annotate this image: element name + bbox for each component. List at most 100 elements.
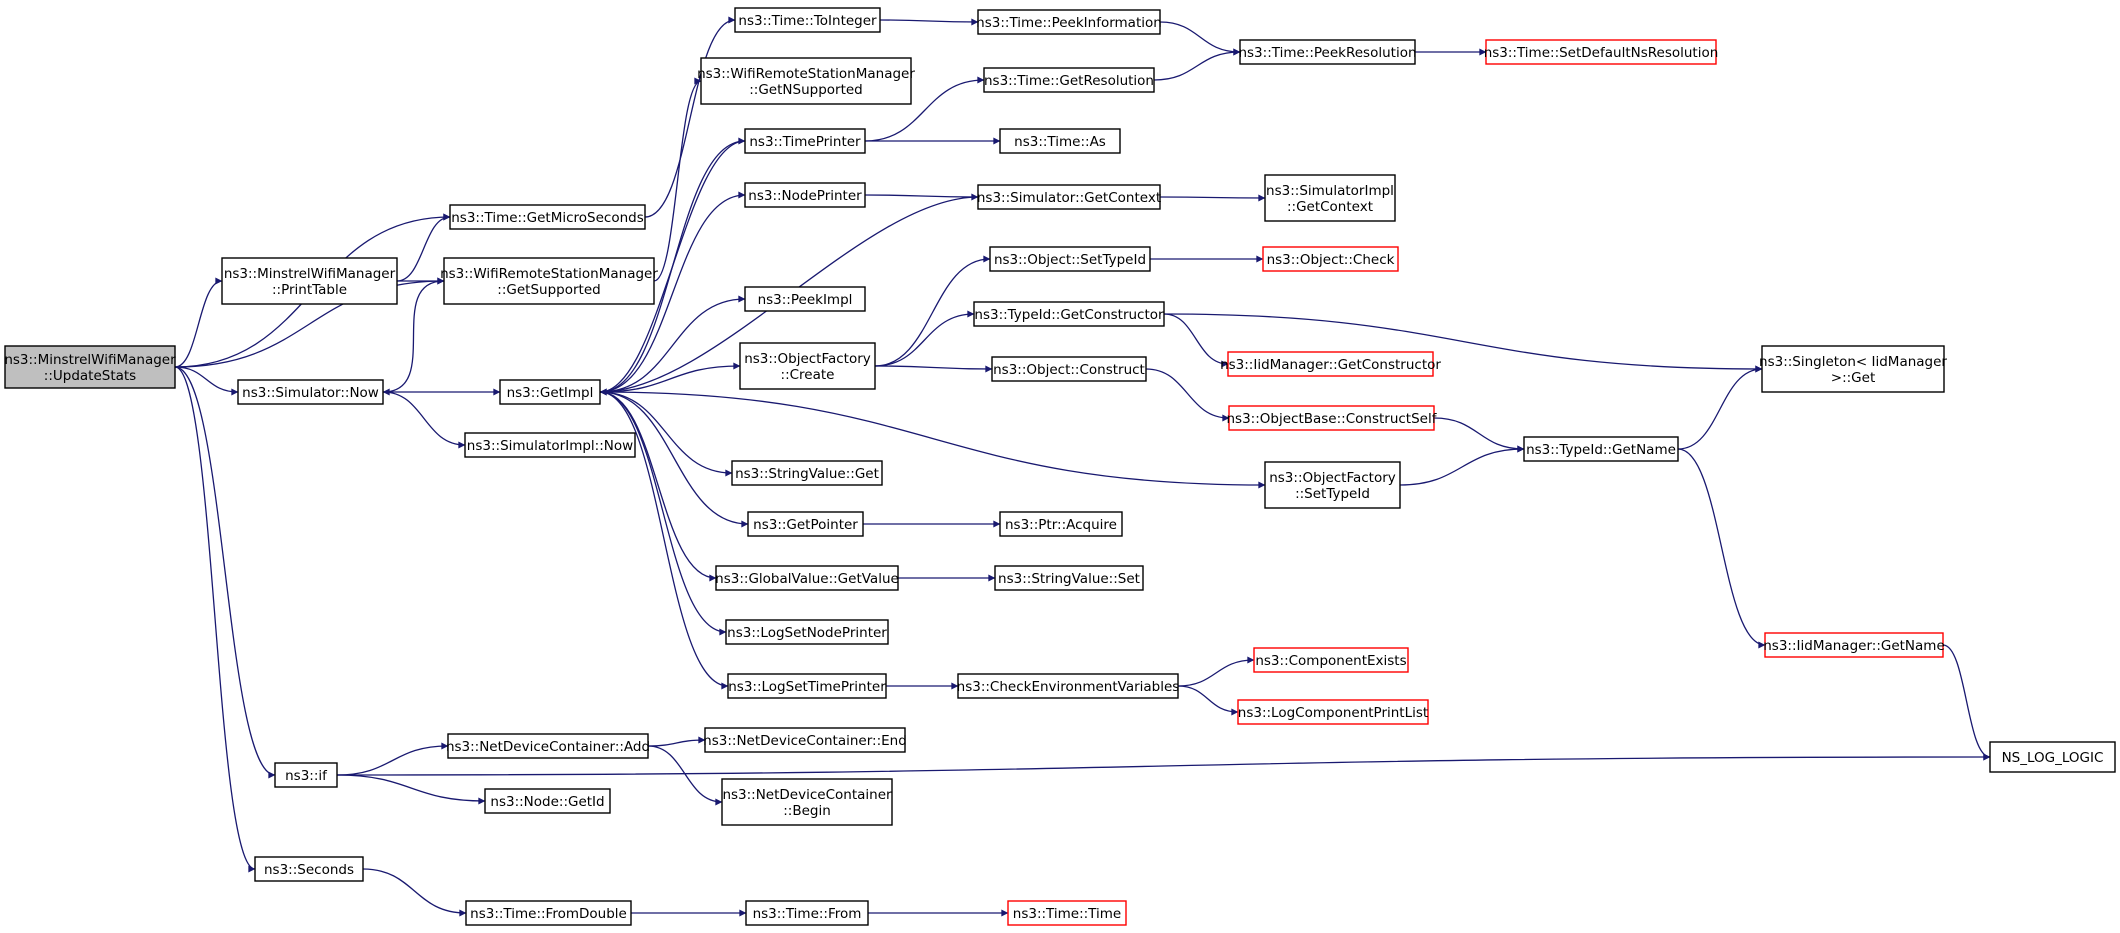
node-label: ns3::SimulatorImpl bbox=[1266, 183, 1394, 199]
edge-root-to-seconds bbox=[174, 366, 256, 873]
node-node-get-id[interactable]: ns3::Node::GetId bbox=[484, 788, 611, 814]
node-log-set-time-printer[interactable]: ns3::LogSetTimePrinter bbox=[727, 673, 887, 699]
node-ns-if[interactable]: ns3::if bbox=[274, 762, 338, 788]
node-label: ns3::TypeId::GetName bbox=[1526, 442, 1676, 458]
node-label: ::GetContext bbox=[1287, 199, 1373, 215]
edge-of-create-to-obj-construct bbox=[874, 365, 993, 373]
node-sim-impl-get-context[interactable]: ns3::SimulatorImpl::GetContext bbox=[1264, 174, 1396, 222]
node-box bbox=[237, 379, 384, 405]
edge-get-impl-to-peek-impl bbox=[599, 295, 746, 393]
node-ndc-add[interactable]: ns3::NetDeviceContainer::Add bbox=[446, 733, 650, 759]
node-box bbox=[977, 9, 1161, 35]
node-get-nsupported[interactable]: ns3::WifiRemoteStationManager::GetNSuppo… bbox=[697, 57, 915, 105]
node-construct-self[interactable]: ns3::ObjectBase::ConstructSelf bbox=[1227, 405, 1438, 431]
node-sim-impl-now[interactable]: ns3::SimulatorImpl::Now bbox=[464, 432, 636, 458]
node-singleton-get[interactable]: ns3::Singleton< IidManager>::Get bbox=[1759, 345, 1947, 393]
node-to-integer[interactable]: ns3::Time::ToInteger bbox=[734, 7, 881, 33]
node-ndc-begin[interactable]: ns3::NetDeviceContainer::Begin bbox=[721, 778, 893, 826]
node-obj-construct[interactable]: ns3::Object::Construct bbox=[991, 356, 1147, 382]
node-of-create[interactable]: ns3::ObjectFactory::Create bbox=[739, 342, 876, 390]
node-box bbox=[734, 7, 881, 33]
node-label: ::Begin bbox=[783, 803, 831, 819]
edge-ndc-add-to-ndc-end bbox=[647, 736, 706, 747]
node-get-impl[interactable]: ns3::GetImpl bbox=[499, 379, 601, 405]
node-box bbox=[700, 57, 912, 105]
node-box bbox=[1253, 647, 1409, 673]
edge-root-to-ns-if bbox=[174, 366, 276, 779]
node-ndc-end[interactable]: ns3::NetDeviceContainer::End bbox=[703, 727, 907, 753]
node-get-pointer[interactable]: ns3::GetPointer bbox=[747, 511, 864, 537]
node-peek-impl[interactable]: ns3::PeekImpl bbox=[744, 286, 866, 312]
node-label: ns3::CheckEnvironmentVariables bbox=[957, 679, 1180, 695]
node-iid-get-name[interactable]: ns3::IidManager::GetName bbox=[1763, 632, 1945, 658]
node-label: ::GetNSupported bbox=[749, 82, 863, 98]
node-gv-get-value[interactable]: ns3::GlobalValue::GetValue bbox=[715, 565, 899, 591]
edge-get-impl-to-log-set-node-printer bbox=[599, 391, 727, 636]
node-box bbox=[973, 301, 1165, 327]
node-box bbox=[499, 379, 601, 405]
node-get-resolution[interactable]: ns3::Time::GetResolution bbox=[983, 67, 1155, 93]
node-type-id-get-name[interactable]: ns3::TypeId::GetName bbox=[1523, 436, 1679, 462]
node-sim-get-context[interactable]: ns3::Simulator::GetContext bbox=[977, 184, 1161, 210]
node-peek-information[interactable]: ns3::Time::PeekInformation bbox=[976, 9, 1162, 35]
node-box bbox=[1264, 174, 1396, 222]
node-from-double[interactable]: ns3::Time::FromDouble bbox=[465, 900, 632, 926]
node-log-set-node-printer[interactable]: ns3::LogSetNodePrinter bbox=[725, 619, 889, 645]
node-ns-log-logic[interactable]: NS_LOG_LOGIC bbox=[1989, 741, 2116, 773]
node-box bbox=[1007, 900, 1127, 926]
node-label: ns3::Simulator::Now bbox=[242, 385, 379, 401]
node-time-from[interactable]: ns3::Time::From bbox=[745, 900, 869, 926]
node-box bbox=[1761, 345, 1945, 393]
node-get-constructor[interactable]: ns3::TypeId::GetConstructor bbox=[973, 301, 1165, 327]
node-iid-get-constructor[interactable]: ns3::IidManager::GetConstructor bbox=[1220, 351, 1441, 377]
node-label: ns3::ObjectBase::ConstructSelf bbox=[1227, 411, 1438, 427]
node-label: ns3::if bbox=[285, 768, 328, 784]
node-box bbox=[1523, 436, 1679, 462]
node-time-as[interactable]: ns3::Time::As bbox=[999, 128, 1121, 154]
edge-type-id-get-name-to-singleton-get bbox=[1677, 365, 1763, 450]
node-box bbox=[744, 286, 866, 312]
node-label: ns3::Object::Construct bbox=[993, 362, 1145, 378]
node-label: ns3::ComponentExists bbox=[1255, 653, 1406, 669]
node-label: ns3::GlobalValue::GetValue bbox=[715, 571, 899, 587]
node-get-micro-seconds[interactable]: ns3::Time::GetMicroSeconds bbox=[449, 204, 646, 230]
edge-root-to-sim-now bbox=[174, 366, 239, 396]
node-print-table[interactable]: ns3::MinstrelWifiManager::PrintTable bbox=[221, 257, 398, 305]
node-label: ns3::StringValue::Set bbox=[998, 571, 1140, 587]
node-component-exists[interactable]: ns3::ComponentExists bbox=[1253, 647, 1409, 673]
edge-ndc-add-to-ndc-begin bbox=[647, 745, 723, 806]
edge-sim-get-context-to-sim-impl-get-context bbox=[1159, 194, 1266, 202]
node-obj-set-type-id[interactable]: ns3::Object::SetTypeId bbox=[989, 246, 1151, 272]
node-check-env-vars[interactable]: ns3::CheckEnvironmentVariables bbox=[957, 673, 1180, 699]
edge-time-printer-to-get-impl bbox=[599, 140, 746, 396]
edge-type-id-get-name-to-iid-get-name bbox=[1677, 448, 1766, 649]
node-box bbox=[721, 778, 893, 826]
node-label: ::SetTypeId bbox=[1295, 486, 1370, 502]
node-ptr-acquire[interactable]: ns3::Ptr::Acquire bbox=[999, 511, 1123, 537]
node-obj-check[interactable]: ns3::Object::Check bbox=[1262, 246, 1399, 272]
node-time-time[interactable]: ns3::Time::Time bbox=[1007, 900, 1127, 926]
node-root[interactable]: ns3::MinstrelWifiManager::UpdateStats bbox=[4, 345, 176, 389]
node-time-printer[interactable]: ns3::TimePrinter bbox=[744, 128, 866, 154]
edge-to-integer-to-peek-information bbox=[879, 18, 979, 26]
node-of-set-type-id[interactable]: ns3::ObjectFactory::SetTypeId bbox=[1264, 461, 1401, 509]
node-seconds[interactable]: ns3::Seconds bbox=[254, 856, 364, 882]
node-string-value-set[interactable]: ns3::StringValue::Set bbox=[994, 565, 1144, 591]
node-label: ns3::TimePrinter bbox=[749, 134, 861, 150]
node-log-component-print-list[interactable]: ns3::LogComponentPrintList bbox=[1237, 699, 1429, 725]
edge-get-supported-to-sim-now bbox=[382, 280, 445, 396]
node-peek-resolution[interactable]: ns3::Time::PeekResolution bbox=[1238, 39, 1417, 65]
node-layer: ns3::MinstrelWifiManager::UpdateStatsns3… bbox=[4, 7, 2116, 926]
node-node-printer[interactable]: ns3::NodePrinter bbox=[744, 182, 866, 208]
node-box bbox=[1228, 405, 1435, 431]
node-sim-now[interactable]: ns3::Simulator::Now bbox=[237, 379, 384, 405]
node-label: ns3::LogComponentPrintList bbox=[1238, 705, 1428, 721]
node-label: ns3::LogSetNodePrinter bbox=[727, 625, 887, 641]
node-set-default-ns-resolution[interactable]: ns3::Time::SetDefaultNsResolution bbox=[1484, 39, 1719, 65]
node-label: >::Get bbox=[1831, 370, 1875, 386]
node-get-supported[interactable]: ns3::WifiRemoteStationManager::GetSuppor… bbox=[440, 257, 658, 305]
node-label: ns3::Time::Time bbox=[1013, 906, 1121, 922]
node-string-value-get[interactable]: ns3::StringValue::Get bbox=[731, 460, 883, 486]
node-box bbox=[989, 246, 1151, 272]
edge-ns-if-to-ndc-add bbox=[336, 742, 449, 776]
